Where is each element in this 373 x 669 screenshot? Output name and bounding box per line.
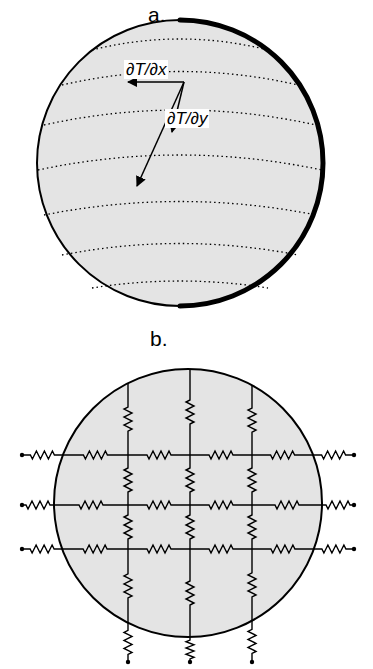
- isotherm-lines: [38, 39, 322, 288]
- sphere-outline: [37, 20, 323, 306]
- gradient-label: ∂T/∂y: [165, 109, 209, 128]
- gradient-arrows: [128, 82, 184, 186]
- panel-letter: b.: [150, 328, 168, 349]
- panel-letter: a.: [148, 4, 166, 25]
- resistor-network: [20, 369, 356, 664]
- sphere-shadow-edge: [180, 20, 323, 306]
- sphere-outline: [54, 369, 322, 637]
- gradient-label: ∂T/∂x: [124, 60, 168, 79]
